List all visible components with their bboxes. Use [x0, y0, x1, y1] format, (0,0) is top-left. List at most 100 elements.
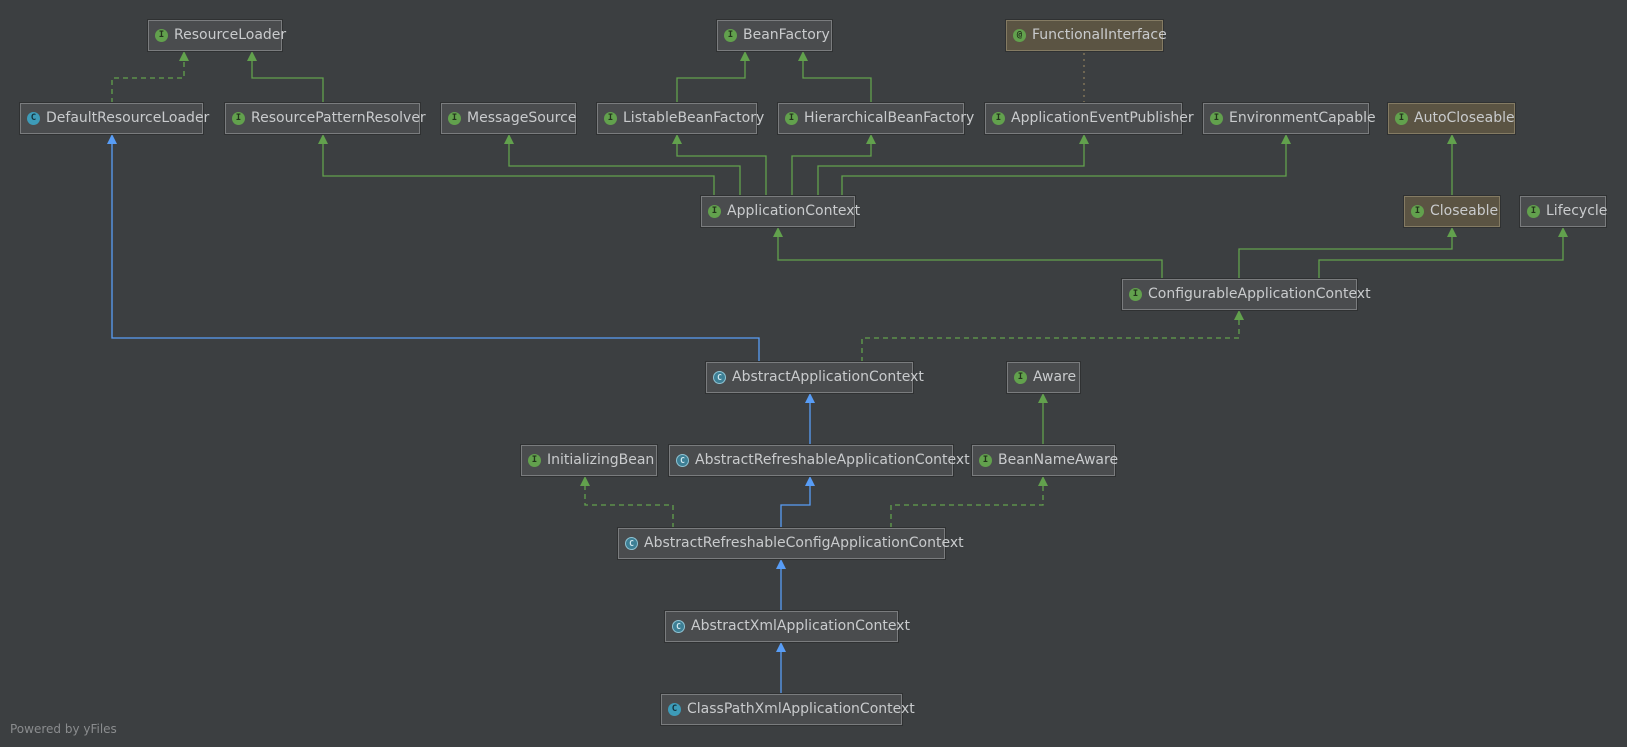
abstract-class-icon: C [625, 537, 638, 550]
node-abstract-refreshable-application-context[interactable]: C AbstractRefreshableApplicationContext [669, 445, 970, 476]
arrow-head [1558, 227, 1568, 237]
node-label: ListableBeanFactory [623, 110, 765, 126]
node-label: AbstractRefreshableConfigApplicationCont… [644, 535, 964, 551]
node-label: ApplicationEventPublisher [1011, 110, 1194, 126]
arrow-head [504, 134, 514, 144]
interface-icon: I [785, 112, 798, 125]
arrow-head [247, 51, 257, 61]
arrow-head [318, 134, 328, 144]
node-bean-name-aware[interactable]: I BeanNameAware [972, 445, 1119, 476]
interface-icon: I [232, 112, 245, 125]
node-lifecycle[interactable]: I Lifecycle [1520, 196, 1608, 227]
interface-icon: I [528, 454, 541, 467]
arrow-head [672, 134, 682, 144]
class-icon: C [27, 112, 40, 125]
edge-extends-class [776, 642, 786, 694]
arrow-head [1447, 227, 1457, 237]
node-application-context[interactable]: I ApplicationContext [701, 196, 860, 227]
edge-implements [580, 476, 674, 528]
arrow-head [740, 51, 750, 61]
edge-extends-interface [841, 134, 1291, 196]
edge-extends-interface [247, 51, 324, 103]
arrow-head [580, 476, 590, 486]
node-label: Aware [1033, 369, 1077, 385]
node-label: AbstractApplicationContext [732, 369, 924, 385]
edge-extends-interface [318, 134, 715, 196]
arrow-head [866, 134, 876, 144]
edge-extends-interface [791, 134, 876, 196]
arrow-head [1079, 134, 1089, 144]
interface-icon: I [1395, 112, 1408, 125]
node-bean-factory[interactable]: I BeanFactory [717, 20, 832, 51]
edge-extends-interface [1447, 134, 1457, 196]
interface-icon: I [155, 29, 168, 42]
edge-extends-interface [1238, 227, 1457, 279]
node-label: Lifecycle [1546, 203, 1608, 219]
node-resource-pattern-resolver[interactable]: I ResourcePatternResolver [225, 103, 426, 134]
interface-icon: I [724, 29, 737, 42]
edge-extends-interface [1318, 227, 1568, 279]
edge-extends-interface [676, 51, 750, 103]
node-label: AbstractRefreshableApplicationContext [695, 452, 970, 468]
arrow-head [1038, 393, 1048, 403]
node-label: ApplicationContext [727, 203, 861, 219]
node-label: EnvironmentCapable [1229, 110, 1376, 126]
arrow-head [179, 51, 189, 61]
edge-implements [111, 51, 189, 103]
arrow-head [776, 642, 786, 652]
interface-icon: I [1014, 371, 1027, 384]
node-label: InitializingBean [547, 452, 655, 468]
node-label: ResourcePatternResolver [251, 110, 426, 126]
arrow-head [1447, 134, 1457, 144]
node-label: MessageSource [467, 110, 577, 126]
arrow-head [107, 134, 117, 144]
edge-implements [890, 476, 1048, 528]
arrow-head [798, 51, 808, 61]
abstract-class-icon: C [676, 454, 689, 467]
node-label: AutoCloseable [1414, 110, 1515, 126]
arrow-head [1234, 310, 1244, 320]
node-abstract-refreshable-config-application-context[interactable]: C AbstractRefreshableConfigApplicationCon… [618, 528, 964, 559]
node-label: DefaultResourceLoader [46, 110, 210, 126]
node-label: BeanFactory [743, 27, 830, 43]
interface-icon: I [1527, 205, 1540, 218]
edge-extends-class [107, 134, 760, 362]
node-aware[interactable]: I Aware [1007, 362, 1080, 393]
edge-extends-interface [672, 134, 767, 196]
interface-icon: I [979, 454, 992, 467]
node-resource-loader[interactable]: I ResourceLoader [148, 20, 286, 51]
node-label: FunctionalInterface [1032, 27, 1167, 43]
node-initializing-bean[interactable]: I InitializingBean [521, 445, 657, 476]
interface-icon: I [708, 205, 721, 218]
node-application-event-publisher[interactable]: I ApplicationEventPublisher [985, 103, 1194, 134]
interface-icon: I [1411, 205, 1424, 218]
arrow-head [773, 227, 783, 237]
node-default-resource-loader[interactable]: C DefaultResourceLoader [20, 103, 209, 134]
edge-extends-interface [773, 227, 1163, 279]
node-auto-closeable[interactable]: I AutoCloseable [1388, 103, 1515, 134]
node-functional-interface[interactable]: @FunctionalInterface [1006, 20, 1167, 51]
arrow-head [805, 476, 815, 486]
edge-extends-interface [1038, 393, 1048, 445]
edge-extends-interface [504, 134, 741, 196]
node-label: ResourceLoader [174, 27, 287, 43]
node-label: BeanNameAware [998, 452, 1119, 468]
node-label: ConfigurableApplicationContext [1148, 286, 1371, 302]
interface-icon: I [992, 112, 1005, 125]
edge-implements [861, 310, 1244, 362]
node-label: ClassPathXmlApplicationContext [687, 701, 915, 717]
node-label: AbstractXmlApplicationContext [691, 618, 910, 634]
node-environment-capable[interactable]: I EnvironmentCapable [1203, 103, 1376, 134]
edge-extends-interface [798, 51, 872, 103]
interface-icon: I [1210, 112, 1223, 125]
